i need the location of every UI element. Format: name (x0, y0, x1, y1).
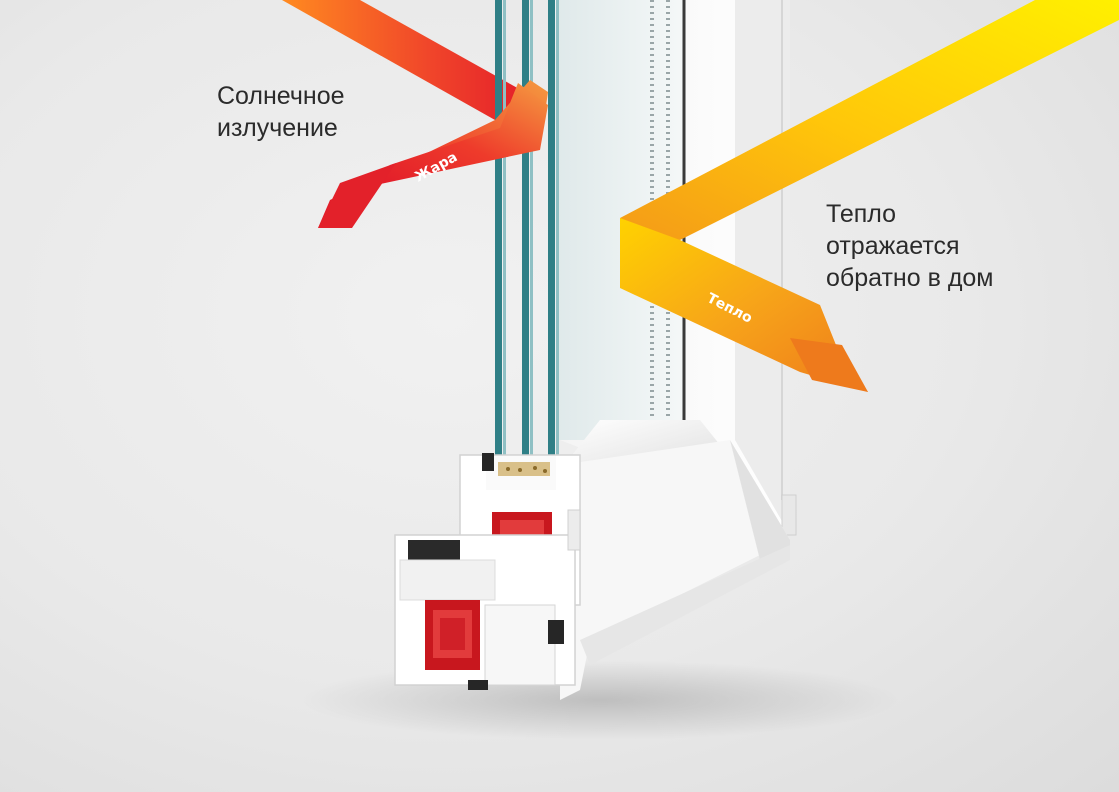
caption-solar-radiation: Солнечное излучение (217, 82, 345, 142)
pvc-profile-section (394, 440, 790, 700)
frame-clip (781, 494, 797, 536)
warmth-arrow-incoming (620, 0, 1119, 240)
floor-shadow (300, 660, 900, 740)
heat-arrow-incoming (282, 0, 530, 120)
caption-heat-reflected: Тепло отражается обратно в дом (826, 200, 994, 292)
glass-edges (495, 0, 559, 480)
frame-edge (735, 0, 790, 535)
